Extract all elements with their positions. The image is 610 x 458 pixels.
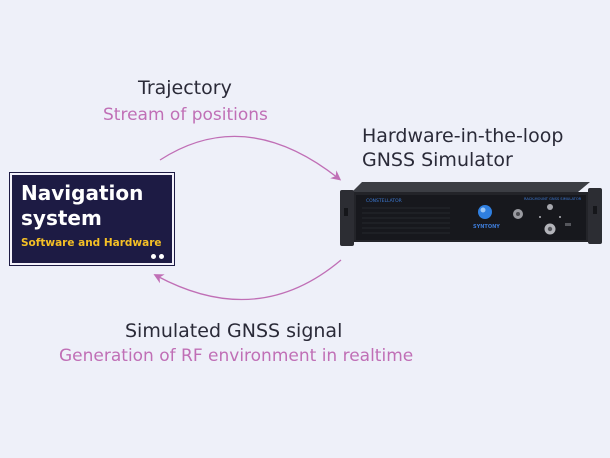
- trajectory-subtitle: Stream of positions: [103, 105, 268, 125]
- signal-title: Simulated GNSS signal: [125, 320, 343, 342]
- trajectory-title: Trajectory: [138, 77, 232, 99]
- syntony-logo-icon: [478, 205, 492, 219]
- gnss-simulator-device: CONSTELLATOR RACK-MOUNT GNSS SIMULATOR S…: [340, 182, 602, 246]
- panel-text-left: CONSTELLATOR: [366, 198, 402, 204]
- connector-top-icon: [547, 204, 553, 210]
- simulator-title-line2: GNSS Simulator: [362, 149, 513, 171]
- navigation-subtitle: Software and Hardware: [21, 237, 162, 249]
- gnss-signal-arrow: [153, 259, 342, 301]
- navigation-title-line1: Navigation: [21, 181, 144, 205]
- window-dots-icon: [151, 254, 164, 259]
- trajectory-arrow: [159, 135, 342, 181]
- navigation-title: Navigation system: [21, 181, 143, 231]
- simulator-title-line1: Hardware-in-the-loop: [362, 125, 564, 147]
- navigation-system-box: Navigation system Software and Hardware: [9, 172, 175, 266]
- vent-grille: [362, 207, 450, 234]
- panel-text-right: RACK-MOUNT GNSS SIMULATOR: [524, 197, 582, 201]
- signal-subtitle: Generation of RF environment in realtime: [59, 346, 414, 366]
- navigation-title-line2: system: [21, 206, 102, 230]
- brand-text: SYNTONY: [473, 224, 500, 230]
